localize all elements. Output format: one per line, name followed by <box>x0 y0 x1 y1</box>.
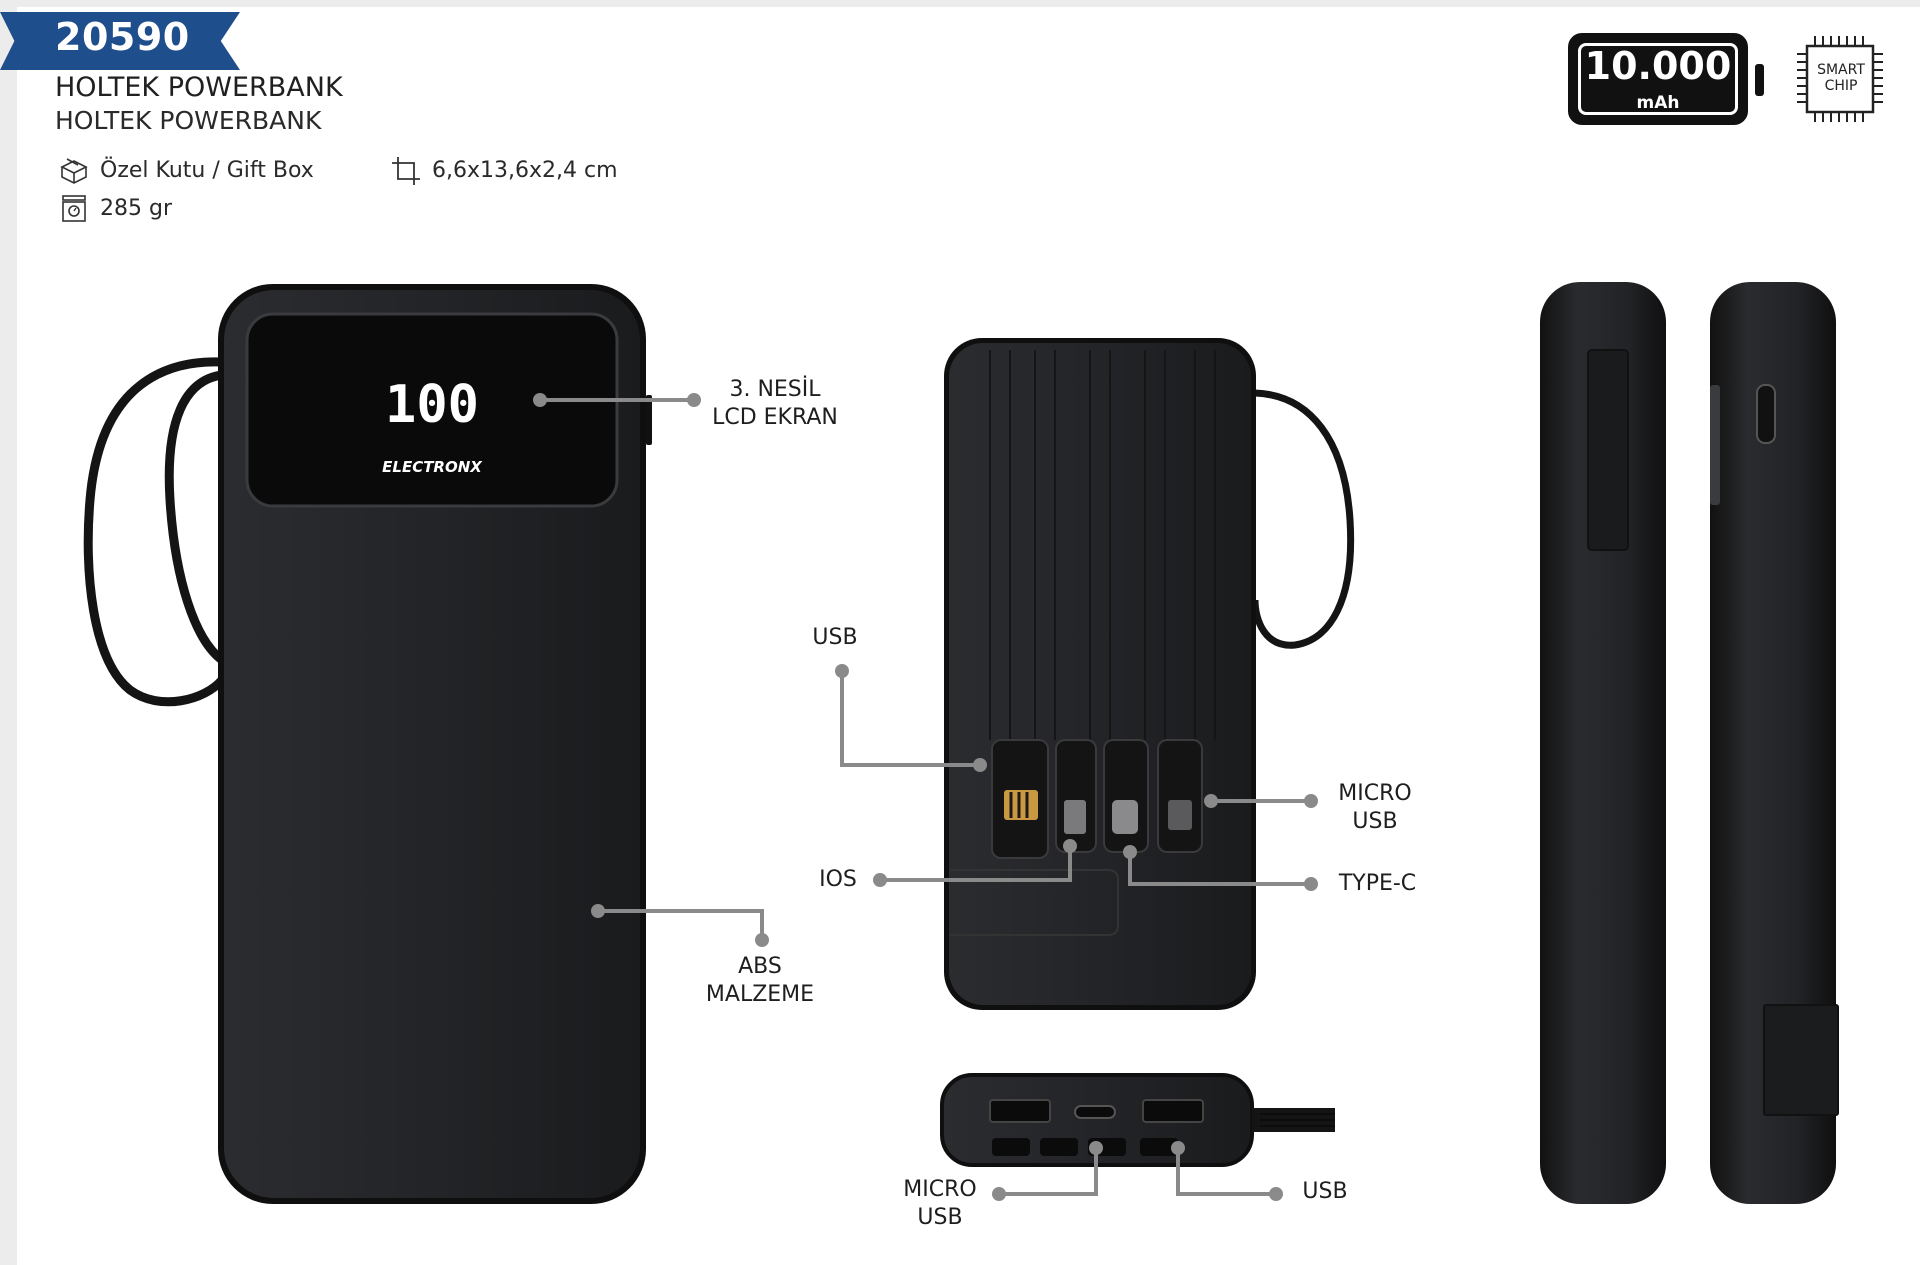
callout-micro-port: MICRO USB <box>903 1177 977 1230</box>
brand-logo: ELECTRONX <box>382 458 483 476</box>
spec-packaging: Özel Kutu / Gift Box <box>58 155 314 185</box>
weight-label: 285 gr <box>100 195 172 221</box>
capacity-badge: 10.000 mAh <box>1568 33 1748 125</box>
callout-dots <box>533 393 1318 1201</box>
callout-usb-cable: USB <box>812 625 858 650</box>
front-view <box>83 284 652 1204</box>
product-subtitle: HOLTEK POWERBANK <box>55 106 322 135</box>
scale-icon <box>62 195 86 222</box>
dimensions-icon <box>392 157 420 185</box>
capacity-unit: mAh <box>1636 93 1680 113</box>
callout-lcd: 3. NESİL LCD EKRAN <box>712 377 838 430</box>
packaging-label: Özel Kutu / Gift Box <box>100 157 314 183</box>
spec-dimensions: 6,6x13,6x2,4 cm <box>390 155 618 185</box>
product-title: HOLTEK POWERBANK <box>55 72 343 103</box>
product-code: 20590 <box>55 15 190 59</box>
chip-label: SMART CHIP <box>1817 62 1865 94</box>
bottom-view <box>940 1073 1335 1167</box>
product-code-banner <box>0 12 240 70</box>
callout-typec-cable: TYPE-C <box>1338 871 1417 896</box>
capacity-value: 10.000 <box>1584 44 1732 88</box>
callout-abs: ABS MALZEME <box>705 954 815 1007</box>
battery-tip <box>1755 64 1764 96</box>
callout-micro-cable: MICRO USB <box>1338 781 1412 834</box>
side-views <box>1540 282 1839 1204</box>
spec-weight: 285 gr <box>58 193 172 223</box>
dimensions-label: 6,6x13,6x2,4 cm <box>432 157 618 183</box>
callout-ios-cable: IOS <box>819 867 857 892</box>
back-view <box>944 338 1355 1010</box>
display-digits: 100 <box>385 375 479 435</box>
gift-box-icon <box>60 158 88 184</box>
smart-chip-icon <box>1797 36 1883 122</box>
callout-lines <box>540 398 1311 1196</box>
callout-usb-port: USB <box>1302 1179 1348 1204</box>
